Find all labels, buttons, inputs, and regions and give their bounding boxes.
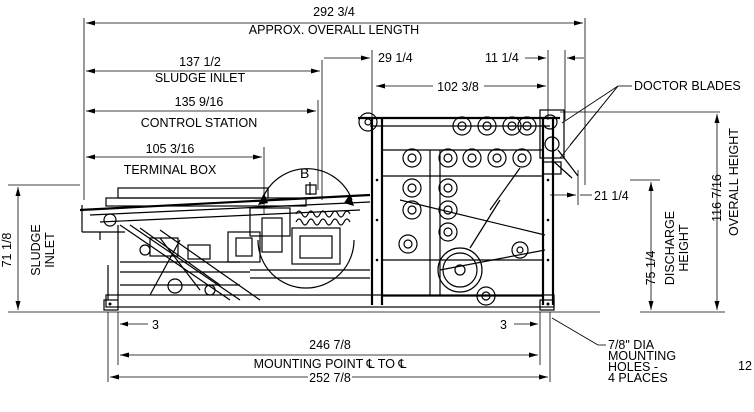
doctor-blades-label: DOCTOR BLADES (634, 79, 741, 93)
mounting-point-label: MOUNTING POINT ℄ TO ℄ (254, 357, 407, 371)
left-foot-offset-value: 3 (152, 318, 159, 332)
frame-width-dimension: 102 3/8 (376, 80, 546, 94)
base-length-value: 252 7/8 (309, 371, 351, 385)
control-station-dimension: 135 9/16 CONTROL STATION (86, 95, 319, 190)
terminal-box-dimension: 105 3/16 TERMINAL BOX (86, 142, 265, 215)
discharge-height-label-1: DISCHARGE (663, 211, 677, 285)
mounting-point-dimension: 246 7/8 MOUNTING POINT ℄ TO ℄ (120, 338, 538, 371)
sludge-inlet-horizontal-dimension: 137 1/2 SLUDGE INLET (86, 55, 323, 200)
view-marker-b: B (300, 165, 309, 181)
sludge-inlet-horizontal-label: SLUDGE INLET (155, 71, 246, 85)
top-offset-dimension: 29 1/4 (324, 50, 413, 118)
sludge-inlet-height-label-1: SLUDGE (29, 224, 43, 275)
right-offset-value: 11 1/4 (485, 51, 519, 65)
mounting-holes-line-3: HOLES - (608, 360, 658, 374)
control-station-value: 135 9/16 (175, 95, 224, 109)
discharge-height-label-2: HEIGHT (677, 224, 691, 272)
overall-height-label: OVERALL HEIGHT (727, 128, 741, 236)
right-foot-offset-value: 3 (500, 318, 507, 332)
mounting-holes-line-1: 7/8" DIA (608, 338, 655, 352)
terminal-box-value: 105 3/16 (146, 142, 195, 156)
sludge-inlet-height-label-2: INLET (43, 232, 57, 268)
terminal-box-label: TERMINAL BOX (124, 163, 217, 177)
mounting-holes-line-4: 4 PLACES (608, 371, 668, 385)
overall-height-value: 116 7/16 (710, 174, 724, 222)
overall-length-dimension: 292 3/4 APPROX. OVERALL LENGTH (83, 5, 586, 200)
sludge-inlet-height-dimension: 71 1/8 SLUDGE INLET (0, 184, 80, 310)
mounting-holes-callout: 7/8" DIA MOUNTING HOLES - 4 PLACES (551, 317, 676, 385)
control-station-label: CONTROL STATION (141, 116, 257, 130)
frame-width-value: 102 3/8 (437, 80, 479, 94)
belt-press-machine: B (79, 109, 579, 311)
base-length-dimension: 252 7/8 (110, 371, 548, 385)
discharge-offset-value: 21 1/4 (594, 189, 629, 203)
discharge-offset-dimension: 21 1/4 (550, 170, 629, 205)
foot-offset-dimensions: 3 3 (107, 312, 551, 382)
doctor-blades-callout: DOCTOR BLADES (559, 79, 741, 159)
sludge-inlet-horizontal-value: 137 1/2 (179, 55, 221, 69)
overall-length-label: APPROX. OVERALL LENGTH (249, 23, 419, 37)
mounting-point-value: 246 7/8 (309, 338, 351, 352)
overall-height-dimension: 116 7/16 OVERALL HEIGHT (560, 111, 741, 310)
page-fragment: 12 (738, 359, 752, 373)
right-offset-dimension: 11 1/4 (485, 50, 584, 120)
sludge-inlet-height-value: 71 1/8 (0, 233, 14, 268)
overall-length-value: 292 3/4 (313, 5, 355, 19)
mounting-holes-line-2: MOUNTING (608, 349, 676, 363)
top-offset-value: 29 1/4 (378, 51, 413, 65)
discharge-height-dimension: 75 1/4 DISCHARGE HEIGHT (630, 179, 691, 310)
discharge-height-value: 75 1/4 (644, 251, 658, 286)
